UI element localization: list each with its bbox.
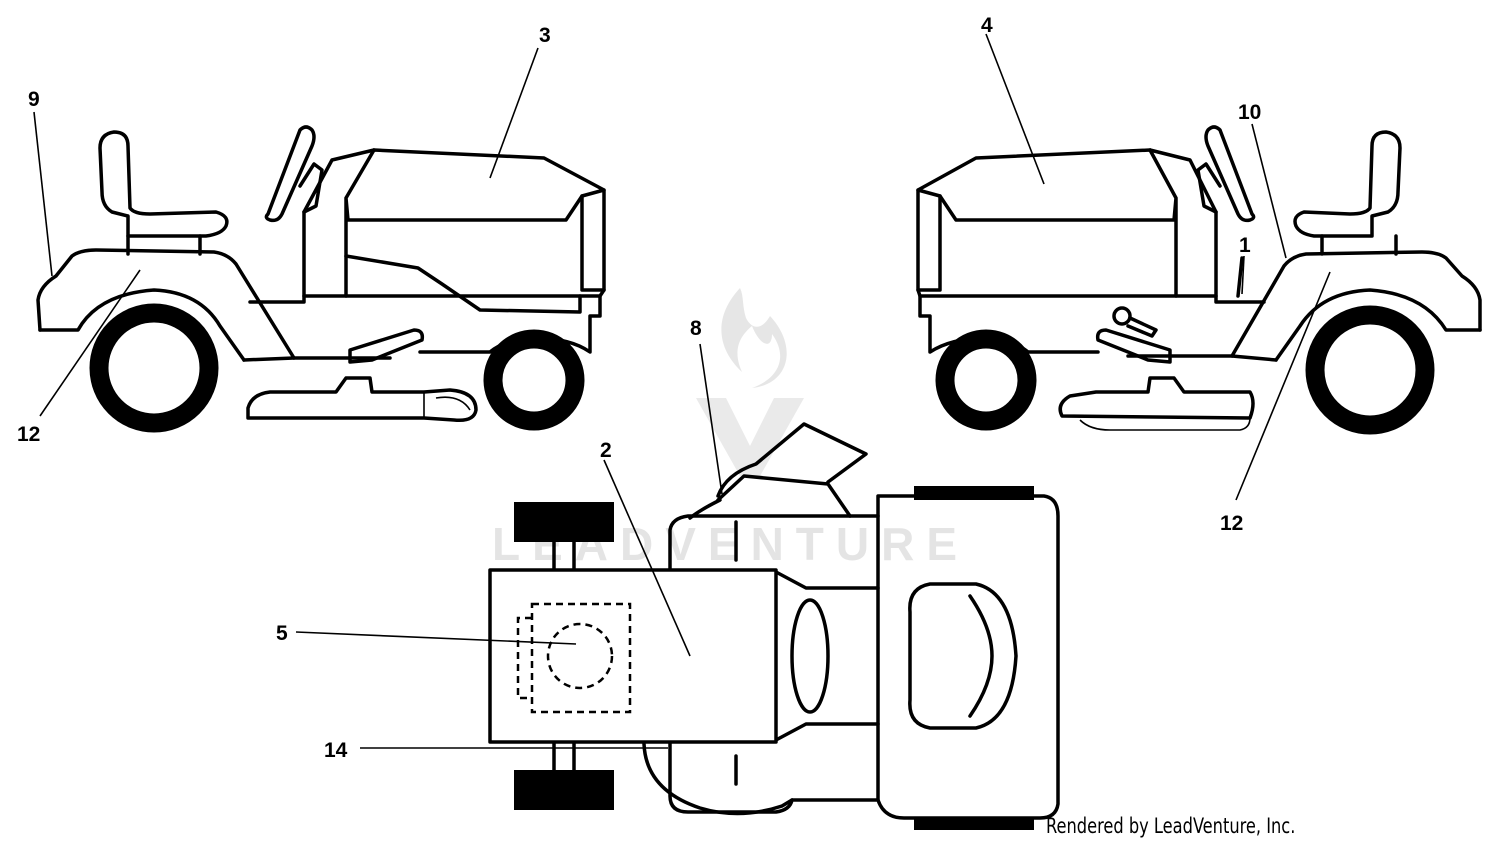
leader-lines xyxy=(33,33,1331,749)
callout-3: 3 xyxy=(539,24,551,47)
callout-14: 14 xyxy=(324,739,348,762)
callout-12-right: 12 xyxy=(1220,512,1243,535)
callout-2: 2 xyxy=(600,439,612,462)
callout-1: 1 xyxy=(1239,234,1251,257)
watermark-flame-icon xyxy=(721,288,787,388)
watermark-v-icon xyxy=(696,398,804,476)
callout-12-left: 12 xyxy=(17,423,40,446)
rear-wheel-bottom xyxy=(514,770,614,810)
front-wheel-bottom xyxy=(914,818,1034,830)
callout-9: 9 xyxy=(28,88,40,111)
callout-labels: 3 4 9 10 1 12 12 8 2 5 14 xyxy=(17,14,1261,762)
callout-4: 4 xyxy=(981,14,993,37)
callout-10: 10 xyxy=(1238,101,1261,124)
callout-5: 5 xyxy=(276,622,288,645)
callout-8: 8 xyxy=(690,317,702,340)
tractor-top-view xyxy=(488,422,1060,830)
rear-wheel-top xyxy=(514,502,614,542)
tractor-right-side-view xyxy=(916,125,1482,435)
front-wheel-top xyxy=(914,486,1034,500)
seat-pan-top xyxy=(488,568,778,744)
credit-text: Rendered by LeadVenture, Inc. xyxy=(1046,814,1296,838)
tractor-left-side-view xyxy=(36,125,606,433)
